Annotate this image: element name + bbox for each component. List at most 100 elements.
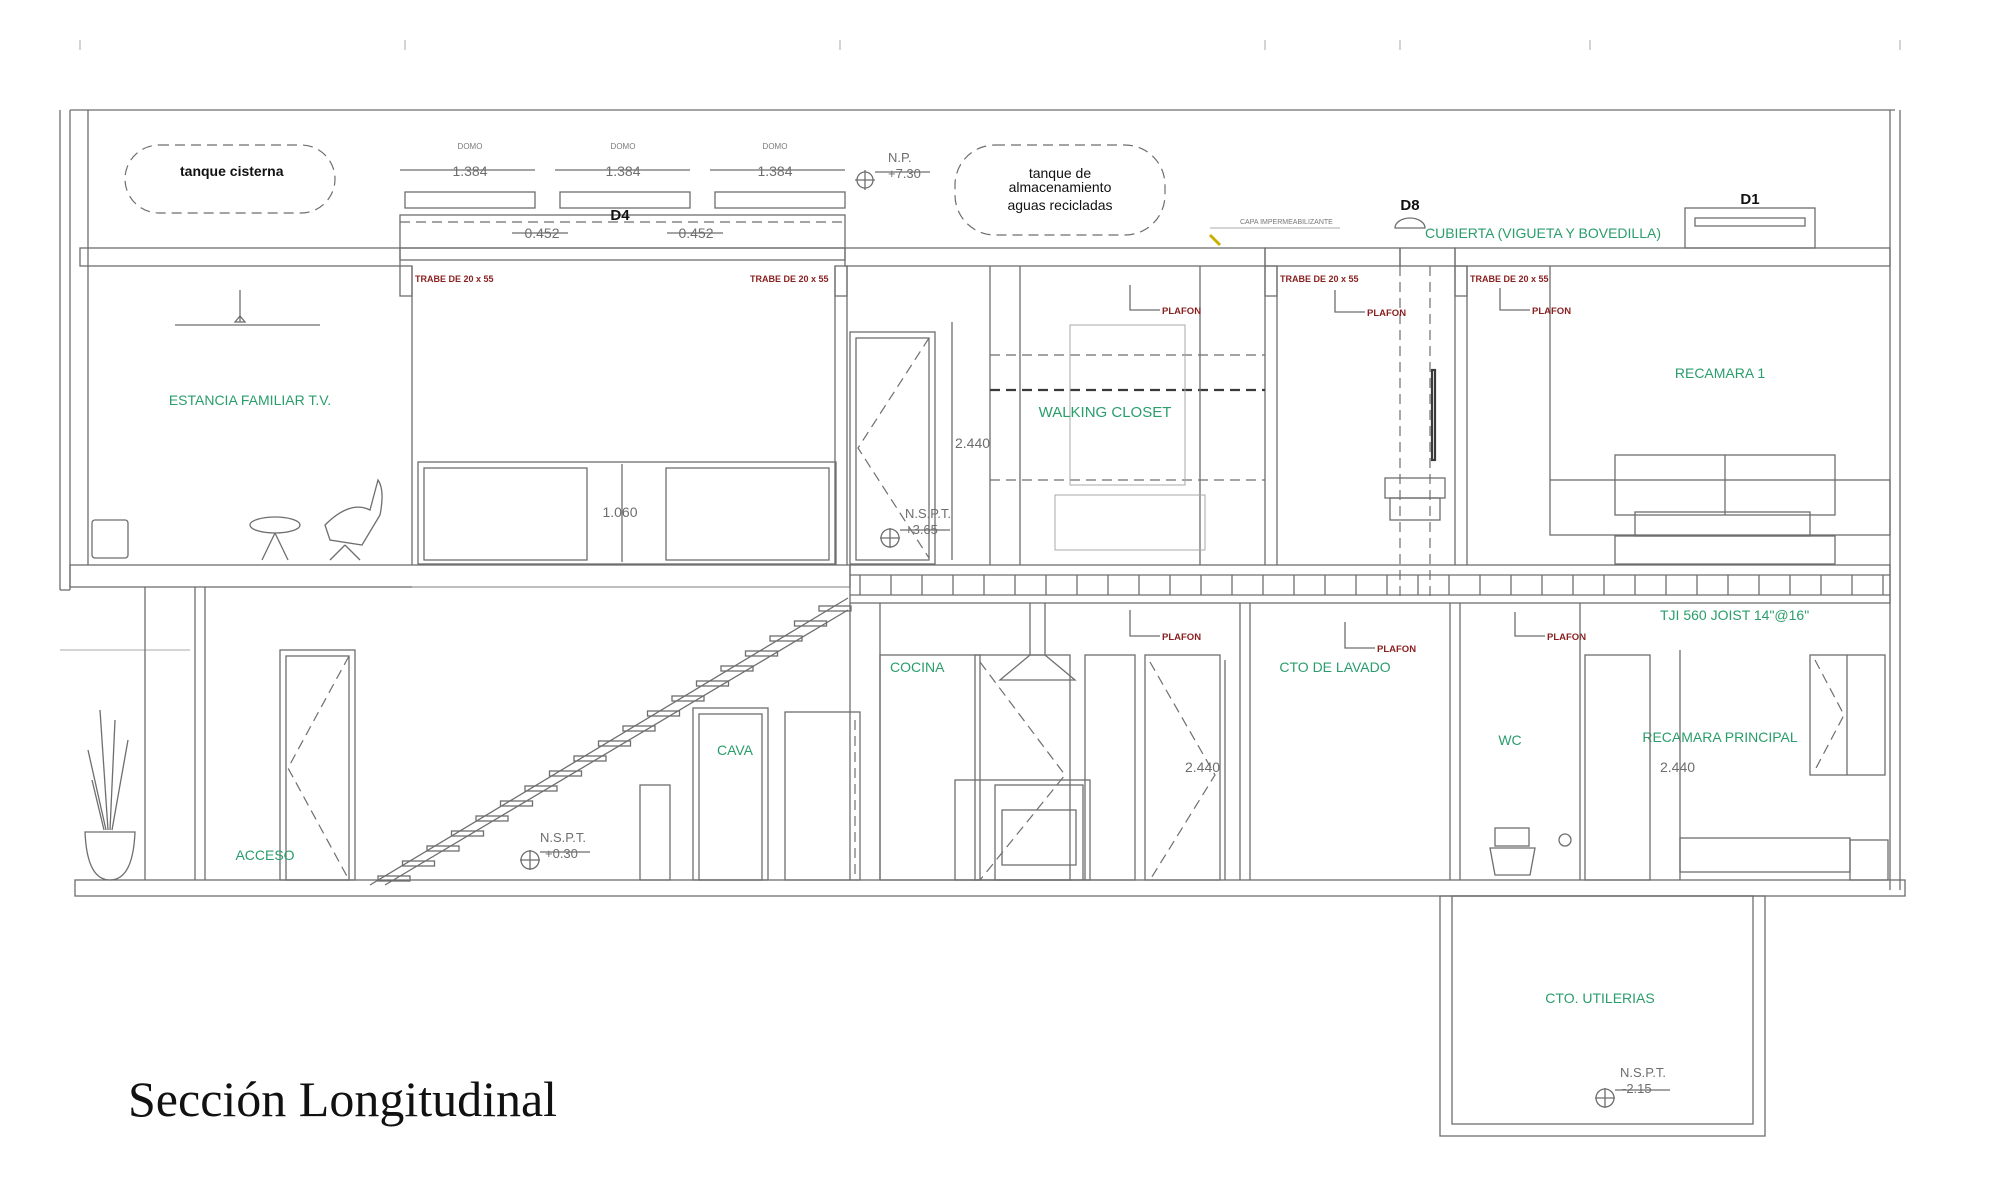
wc-fixture (1489, 827, 1572, 876)
cubierta-note: CUBIERTA (VIGUETA Y BOVEDILLA) (1425, 225, 1661, 241)
ground-floor-walls (144, 587, 1581, 880)
upper-door: 2.440 (849, 322, 990, 565)
storage-tank-label-1: tanque de (1029, 165, 1091, 181)
room-recamara1: RECAMARA 1 (1675, 365, 1765, 381)
drawing-title: Sección Longitudinal (128, 1071, 558, 1127)
stair-tread (499, 800, 534, 807)
beam-label-4: TRABE DE 20 x 55 (1470, 274, 1549, 284)
stair-tread (475, 815, 509, 822)
roof-level-marker: N.P. +7.30 (855, 150, 930, 190)
plafon-notes: PLAFON PLAFON PLAFON PLAFON PLAFON PLAFO… (1129, 285, 1586, 655)
plafon-label-2: PLAFON (1367, 308, 1406, 319)
roof-notes: CAPA IMPERMEABILIZANTE CUBIERTA (VIGUETA… (1208, 191, 1816, 249)
upper-floor-walls (411, 266, 1551, 565)
room-cocina: COCINA (890, 659, 945, 675)
skylight-tag-d4: D4 (610, 207, 630, 224)
stair-tread (548, 770, 583, 777)
plafon-label-6: PLAFON (1547, 632, 1586, 643)
beam-label-3: TRABE DE 20 x 55 (1280, 274, 1359, 284)
upper-level-label: N.S.P.T. (905, 506, 951, 521)
plafon-label-3: PLAFON (1532, 306, 1571, 317)
skylight-tag-d1: D1 (1740, 191, 1759, 208)
ground-level-value: +0.30 (545, 846, 578, 861)
upper-level-value: +3.65 (905, 522, 938, 537)
floor-joists (859, 575, 1884, 595)
upper-shaft (1384, 266, 1446, 600)
cistern-tank: tanque cisterna (124, 144, 336, 214)
stair-tread (818, 605, 852, 612)
skylight-label-3: DOMO (763, 142, 788, 151)
wine-cellar (639, 707, 861, 881)
joist-note: TJI 560 JOIST 14"@16" (1660, 607, 1809, 623)
skylight-tag-d8: D8 (1400, 197, 1419, 214)
stair-tread (769, 635, 803, 642)
walking-closet-elevation (990, 266, 1265, 565)
plafon-label-5: PLAFON (1377, 644, 1416, 655)
waterproof-note: CAPA IMPERMEABILIZANTE (1240, 219, 1333, 226)
grid-ticks (79, 40, 1901, 50)
staircase (369, 597, 852, 886)
beam-label-1: TRABE DE 20 x 55 (415, 274, 494, 284)
bedroom1-furniture (1549, 454, 1891, 565)
stair-tread (720, 665, 754, 672)
storage-tank-label-2: almacenamiento (1009, 179, 1112, 195)
room-estancia: ESTANCIA FAMILIAR T.V. (169, 392, 331, 408)
mezzanine-railing: 1.060 (417, 461, 837, 565)
skylights-d4: DOMO DOMO DOMO 1.384 1.384 1.384 0.452 0… (399, 142, 846, 249)
room-lavado: CTO DE LAVADO (1279, 659, 1390, 675)
skylight-width-1: 1.384 (452, 163, 487, 179)
basement-level-value: -2.15 (1622, 1081, 1652, 1096)
room-wc: WC (1498, 732, 1521, 748)
room-acceso: ACCESO (235, 847, 294, 863)
estancia-furniture (91, 290, 383, 561)
room-recamara-principal: RECAMARA PRINCIPAL (1642, 729, 1798, 745)
stair-tread (793, 620, 828, 627)
roof-level-label: N.P. (888, 150, 912, 165)
skylight-width-3: 1.384 (757, 163, 792, 179)
basement-level-label: N.S.P.T. (1620, 1065, 1666, 1080)
stair-tread (622, 725, 656, 732)
room-walking-closet: WALKING CLOSET (1039, 404, 1172, 421)
plafon-label-1: PLAFON (1162, 306, 1201, 317)
upper-level-marker: N.S.P.T. +3.65 (880, 506, 951, 548)
kitchen-dim: 2.440 (1185, 759, 1220, 775)
stair-tread (744, 650, 779, 657)
bedroom-dim: 2.440 (1660, 759, 1695, 775)
room-cava: CAVA (717, 742, 754, 758)
plafon-label-4: PLAFON (1162, 632, 1201, 643)
ground-level-marker: N.S.P.T. +0.30 (520, 830, 590, 870)
building-outline (59, 109, 1906, 897)
upper-floor-slab (69, 564, 1891, 604)
room-utilerias: CTO. UTILERIAS (1545, 990, 1654, 1006)
stair-tread (377, 875, 411, 882)
beams: TRABE DE 20 x 55 TRABE DE 20 x 55 TRABE … (399, 265, 1549, 297)
roof-slab (79, 247, 1891, 267)
skylight-label-1: DOMO (458, 142, 483, 151)
ground-level-label: N.S.P.T. (540, 830, 586, 845)
stair-tread (401, 860, 436, 867)
stair-tread (426, 845, 460, 852)
storage-tank: tanque de almacenamiento aguas reciclada… (954, 144, 1166, 236)
basement: CTO. UTILERIAS N.S.P.T. -2.15 (1439, 895, 1766, 1137)
skylight-width-2: 1.384 (605, 163, 640, 179)
stair-tread (573, 755, 607, 762)
skylight-label-2: DOMO (611, 142, 636, 151)
kitchen: COCINA 2.440 (879, 603, 1226, 881)
storage-tank-label-3: aguas recicladas (1007, 197, 1112, 213)
stair-tread (524, 785, 558, 792)
rail-height-dim: 1.060 (602, 504, 637, 520)
stair-tread (646, 710, 681, 717)
cistern-tank-label: tanque cisterna (180, 163, 284, 179)
stair-tread (450, 830, 485, 837)
stair-tread (695, 680, 730, 687)
stair-tread (671, 695, 705, 702)
stair-tread (597, 740, 632, 747)
master-bedroom: 2.440 (1584, 650, 1889, 881)
roof-level-value: +7.30 (888, 166, 921, 181)
skylight-gap-2: 0.452 (678, 225, 713, 241)
skylight-gap-1: 0.452 (524, 225, 559, 241)
upper-door-dim: 2.440 (955, 435, 990, 451)
beam-label-2: TRABE DE 20 x 55 (750, 274, 829, 284)
entrance (84, 649, 356, 881)
